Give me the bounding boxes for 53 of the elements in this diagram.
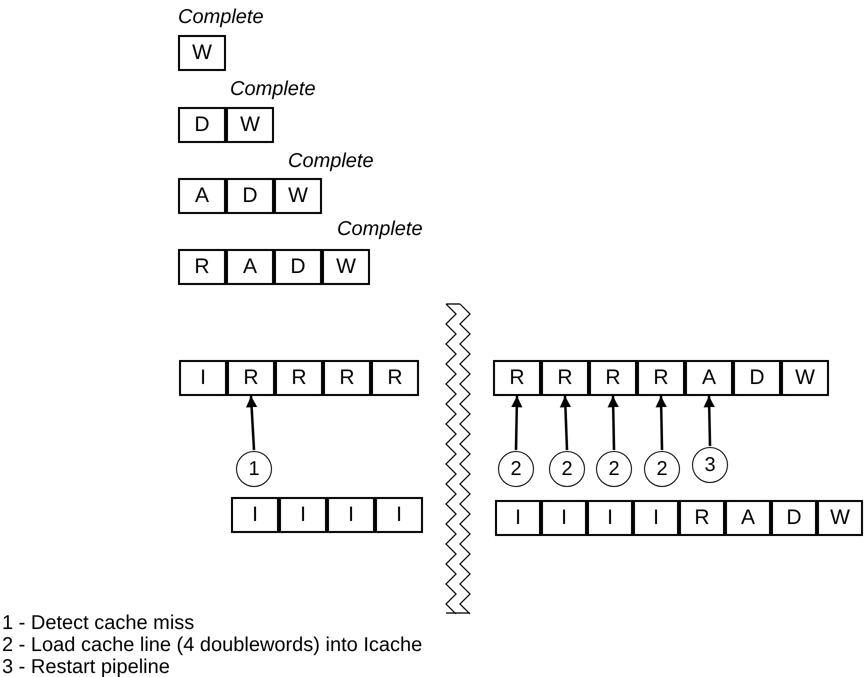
pipeline-stage-cell: I (633, 500, 679, 536)
pipeline-stage-cell: W (322, 249, 370, 285)
pipeline-stage-cell: W (178, 35, 226, 71)
arrow (656, 396, 667, 450)
pipeline-stage-cell: I (541, 500, 587, 536)
step-number-circle: 2 (498, 451, 534, 487)
pipeline-stage-cell: R (589, 360, 637, 396)
pipeline-stage-cell: D (771, 500, 817, 536)
arrow (560, 396, 572, 450)
pipeline-stage-cell: I (587, 500, 633, 536)
arrow (608, 396, 619, 450)
pipeline-stage-cell: I (279, 497, 327, 533)
status-label: Complete (337, 218, 423, 241)
status-label: Complete (178, 6, 264, 29)
pipeline-stage-cell: A (725, 500, 771, 536)
pipeline-stage-cell: A (685, 360, 733, 396)
pipeline-stage-cell: A (178, 178, 226, 214)
arrow (246, 396, 258, 450)
status-label: Complete (230, 78, 316, 101)
pipeline-stage-cell: D (733, 360, 781, 396)
pipeline-stage-cell: R (493, 360, 541, 396)
pipeline-stage-cell: D (274, 249, 322, 285)
legend-note: 1 - Detect cache miss (2, 612, 194, 635)
pipeline-stage-cell: I (231, 497, 279, 533)
legend-note: 3 - Restart pipeline (2, 656, 170, 677)
pipeline-stage-cell: A (226, 249, 274, 285)
pipeline-stage-cell: R (275, 360, 323, 396)
pipeline-stage-cell: R (637, 360, 685, 396)
pipeline-stage-cell: R (541, 360, 589, 396)
pipeline-stage-cell: R (227, 360, 275, 396)
step-number-circle: 3 (692, 447, 728, 483)
pipeline-stage-cell: W (274, 178, 322, 214)
arrow (704, 396, 715, 446)
pipeline-stage-cell: D (226, 178, 274, 214)
pipeline-stage-cell: W (817, 500, 863, 536)
step-number-circle: 2 (549, 451, 585, 487)
step-number-circle: 2 (644, 451, 680, 487)
pipeline-stage-cell: W (781, 360, 829, 396)
arrow (511, 396, 522, 450)
pipeline-stage-cell: I (179, 360, 227, 396)
pipeline-stage-cell: I (327, 497, 375, 533)
status-label: Complete (288, 150, 374, 173)
step-number-circle: 1 (236, 451, 272, 487)
pipeline-stage-cell: R (323, 360, 371, 396)
pipeline-stage-cell: I (375, 497, 423, 533)
pipeline-stage-cell: R (178, 249, 226, 285)
pipeline-stage-cell: W (226, 107, 274, 143)
pipeline-stage-cell: D (178, 107, 226, 143)
legend-note: 2 - Load cache line (4 doublewords) into Icache (2, 634, 422, 657)
pipeline-stage-cell: I (495, 500, 541, 536)
pipeline-stage-cell: R (371, 360, 419, 396)
step-number-circle: 2 (596, 451, 632, 487)
pipeline-stage-cell: R (679, 500, 725, 536)
